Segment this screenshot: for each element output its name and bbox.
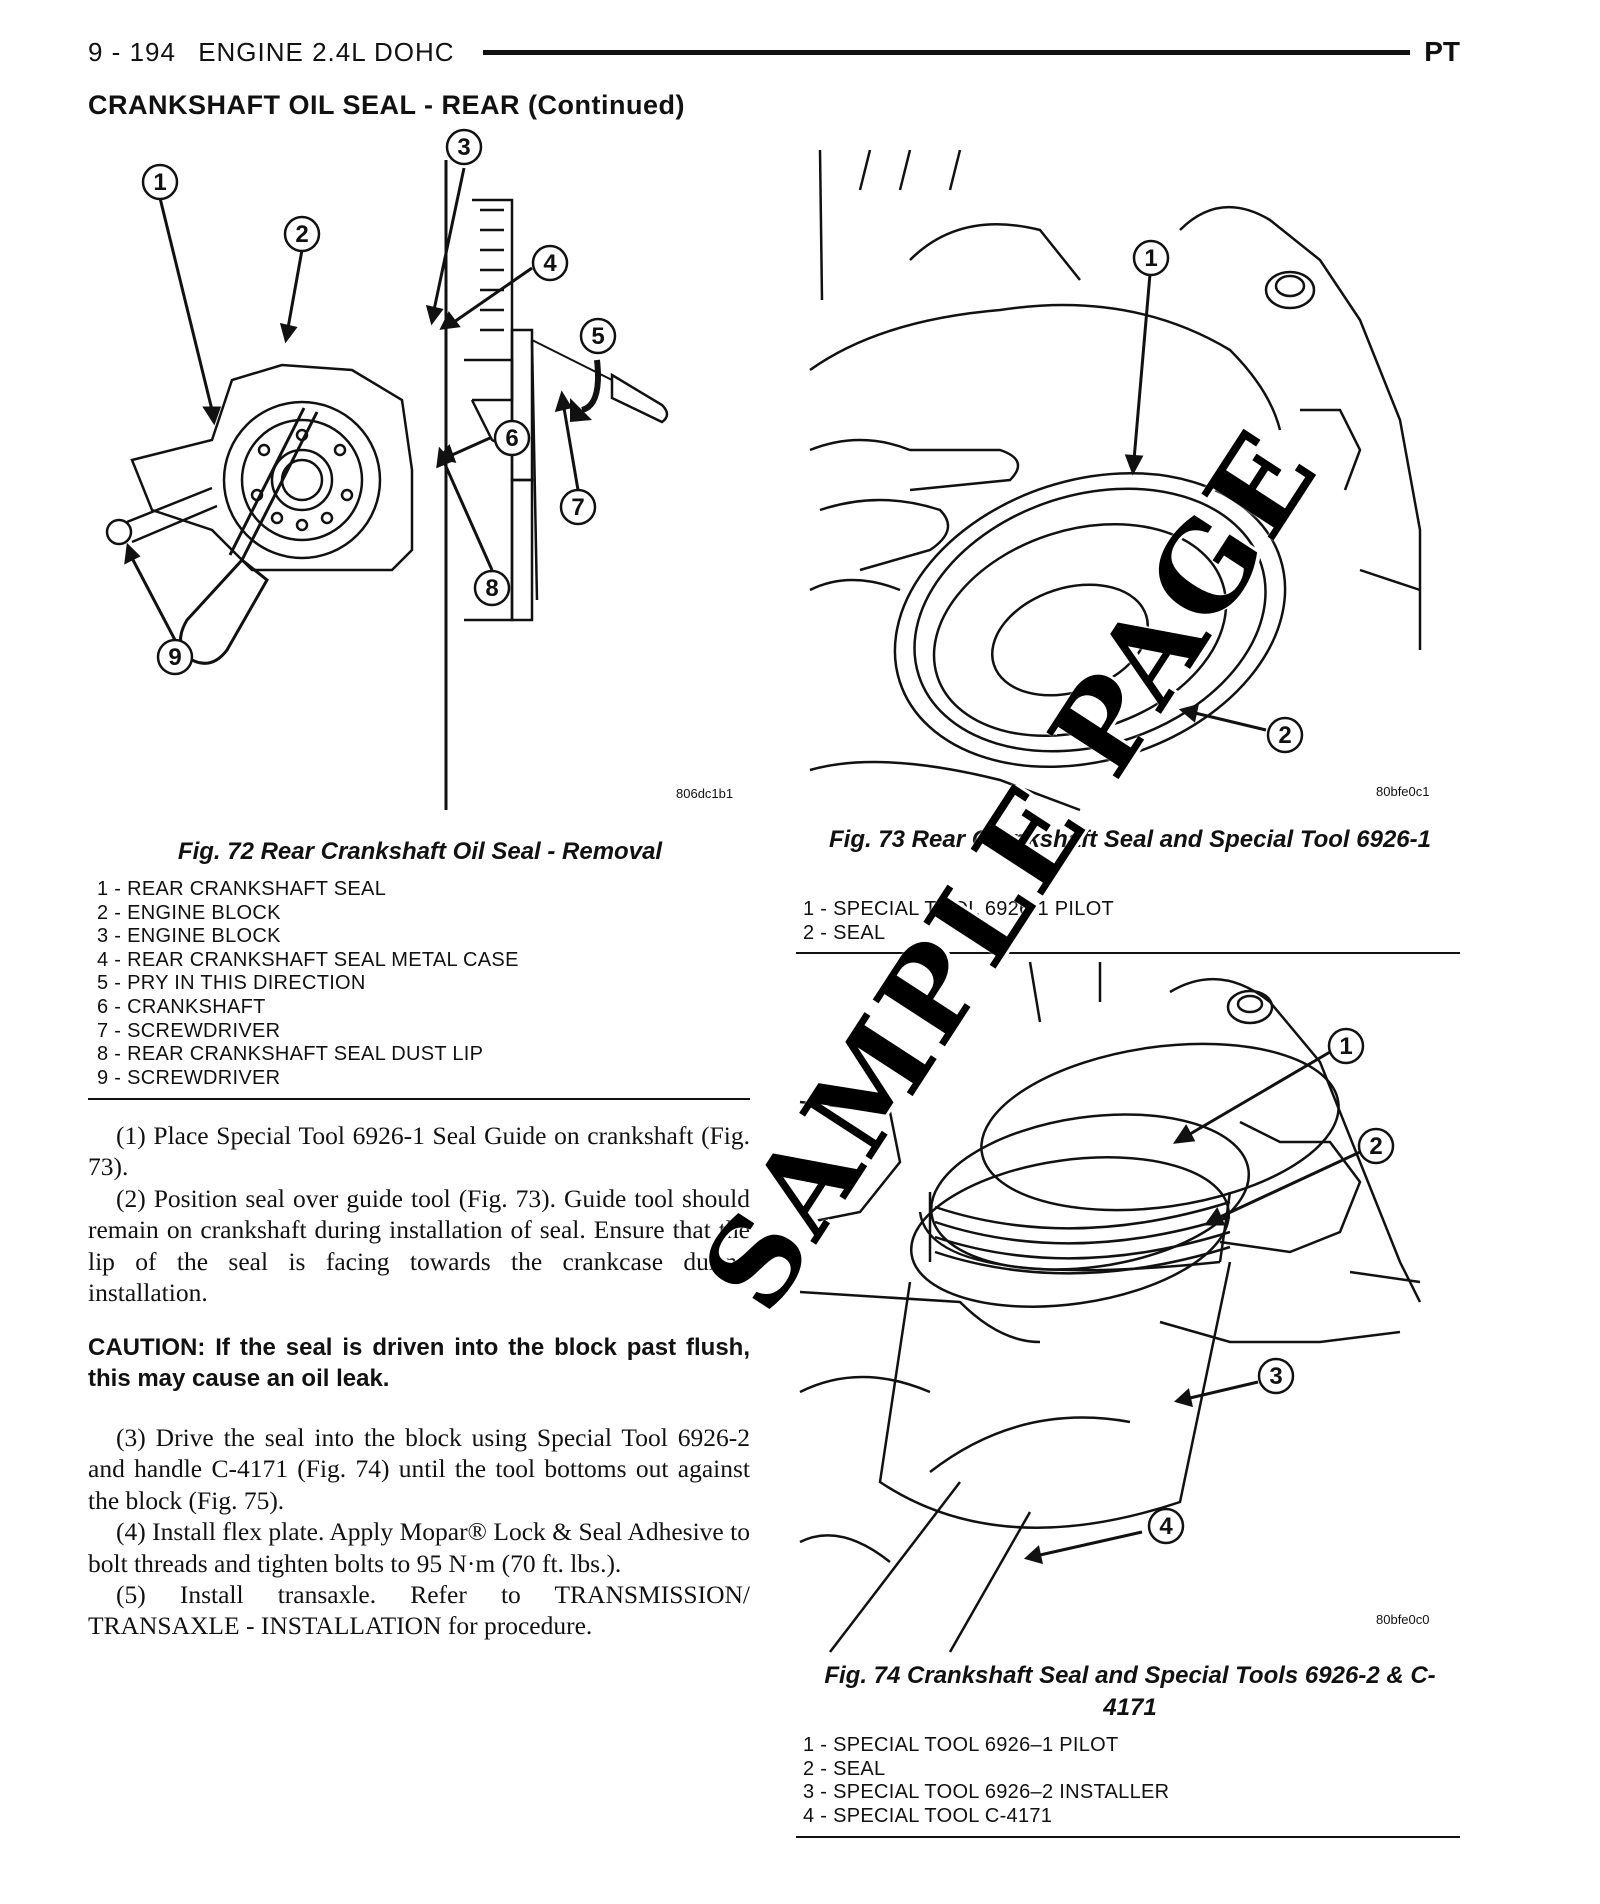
fig74-callout-4: 4 [1159, 1513, 1173, 1540]
fig72-legend-item: 9 - SCREWDRIVER [97, 1066, 281, 1089]
header-rule [482, 49, 1411, 55]
fig74-legend-item: 3 - SPECIAL TOOL 6926–2 INSTALLER [803, 1781, 1170, 1804]
fig72-callout-5: 5 [591, 323, 604, 350]
section-title: CRANKSHAFT OIL SEAL - REAR (Continued) [88, 90, 685, 120]
fig73-legend-item: 2 - SEAL [803, 921, 886, 944]
step-1: (1) Place Special Tool 6926-1 Seal Guide… [88, 1121, 750, 1182]
fig74-callout-2: 2 [1369, 1133, 1382, 1160]
fig72-callout-1: 1 [153, 169, 166, 196]
fig73-callout-1: 1 [1144, 245, 1157, 272]
fig72-legend-item: 5 - PRY IN THIS DIRECTION [97, 972, 366, 995]
fig74-legend-item: 2 - SEAL [803, 1757, 886, 1780]
fig73-image-code: 80bfe0c1 [1376, 784, 1430, 799]
fig72-callout-9: 9 [168, 644, 181, 671]
procedure-steps-b: (3) Drive the seal into the block using … [88, 1422, 750, 1642]
page-number: 9 - 194 [88, 36, 176, 67]
step-2: (2) Position seal over guide tool (Fig. … [88, 1183, 750, 1308]
fig72-legend-item: 3 - ENGINE BLOCK [97, 925, 281, 948]
fig72-legend: 1 - REAR CRANKSHAFT SEAL 2 - ENGINE BLOC… [97, 878, 737, 1090]
fig74-callout-3: 3 [1269, 1363, 1282, 1390]
fig72-callout-7: 7 [571, 494, 584, 521]
fig72-callout-4: 4 [543, 250, 557, 277]
fig73-rule [796, 952, 1460, 954]
fig74-illustration: 1 2 3 4 [799, 961, 1460, 1653]
step-5: (5) Install transaxle. Refer to TRANSMIS… [88, 1580, 750, 1641]
fig72-legend-item: 8 - REAR CRANKSHAFT SEAL DUST LIP [97, 1043, 484, 1066]
fig72-caption: Fig. 72 Rear Crankshaft Oil Seal - Remov… [177, 838, 663, 865]
fig72-legend-item: 2 - ENGINE BLOCK [97, 901, 281, 924]
step-3: (3) Drive the seal into the block using … [88, 1423, 750, 1515]
fig74-image-code: 80bfe0c0 [1376, 1612, 1430, 1627]
fig73-legend-item: 1 - SPECIAL TOOL 6926-1 PILOT [803, 898, 1115, 920]
fig74-legend: 1 - SPECIAL TOOL 6926–1 PILOT 2 - SEAL 3… [803, 1734, 1443, 1828]
fig73-illustration: 1 2 [800, 149, 1460, 812]
fig74-rule [796, 1836, 1460, 1838]
fig72-image-code: 806dc1b1 [676, 786, 734, 801]
fig72-legend-item: 7 - SCREWDRIVER [97, 1019, 281, 1042]
fig72-drawing: 1 2 3 4 5 6 7 8 9 [105, 128, 669, 810]
fig74-caption: Fig. 74 Crankshaft Seal and Special Tool… [824, 1662, 1436, 1721]
fig72-illustration: 1 2 3 4 5 6 7 8 9 [92, 128, 752, 810]
fig72-callout-3: 3 [457, 134, 470, 161]
step-4: (4) Install flex plate. Apply Mopar® Loc… [88, 1517, 750, 1578]
section-name: ENGINE 2.4L DOHC [198, 36, 455, 67]
fig72-callout-2: 2 [295, 221, 308, 248]
fig73-legend: 1 - SPECIAL TOOL 6926-1 PILOT 2 - SEAL [803, 898, 1443, 945]
fig72-callout-8: 8 [485, 575, 498, 602]
fig72-callout-6: 6 [505, 425, 518, 452]
fig72-legend-item: 1 - REAR CRANKSHAFT SEAL [97, 878, 387, 900]
running-head-left: 9 - 194 ENGINE 2.4L DOHC [88, 37, 469, 68]
fig73-callout-2: 2 [1278, 722, 1291, 749]
fig72-legend-item: 6 - CRANKSHAFT [97, 995, 266, 1018]
fig73-caption: Fig. 73 Rear Crankshaft Seal and Special… [828, 826, 1431, 853]
fig74-legend-item: 4 - SPECIAL TOOL C-4171 [803, 1804, 1053, 1827]
fig74-drawing: 1 2 3 4 [799, 961, 1422, 1653]
fig74-callout-1: 1 [1339, 1033, 1352, 1060]
fig72-rule [88, 1098, 750, 1100]
running-head: 9 - 194 ENGINE 2.4L DOHC PT [88, 34, 1460, 70]
fig73-drawing: 1 2 [809, 149, 1422, 812]
caution-note: CAUTION: If the seal is driven into the … [88, 1334, 750, 1392]
fig74-legend-item: 1 - SPECIAL TOOL 6926–1 PILOT [803, 1734, 1119, 1756]
model-code: PT [1424, 36, 1460, 67]
fig72-legend-item: 4 - REAR CRANKSHAFT SEAL METAL CASE [97, 948, 519, 971]
procedure-steps-a: (1) Place Special Tool 6926-1 Seal Guide… [88, 1120, 750, 1308]
